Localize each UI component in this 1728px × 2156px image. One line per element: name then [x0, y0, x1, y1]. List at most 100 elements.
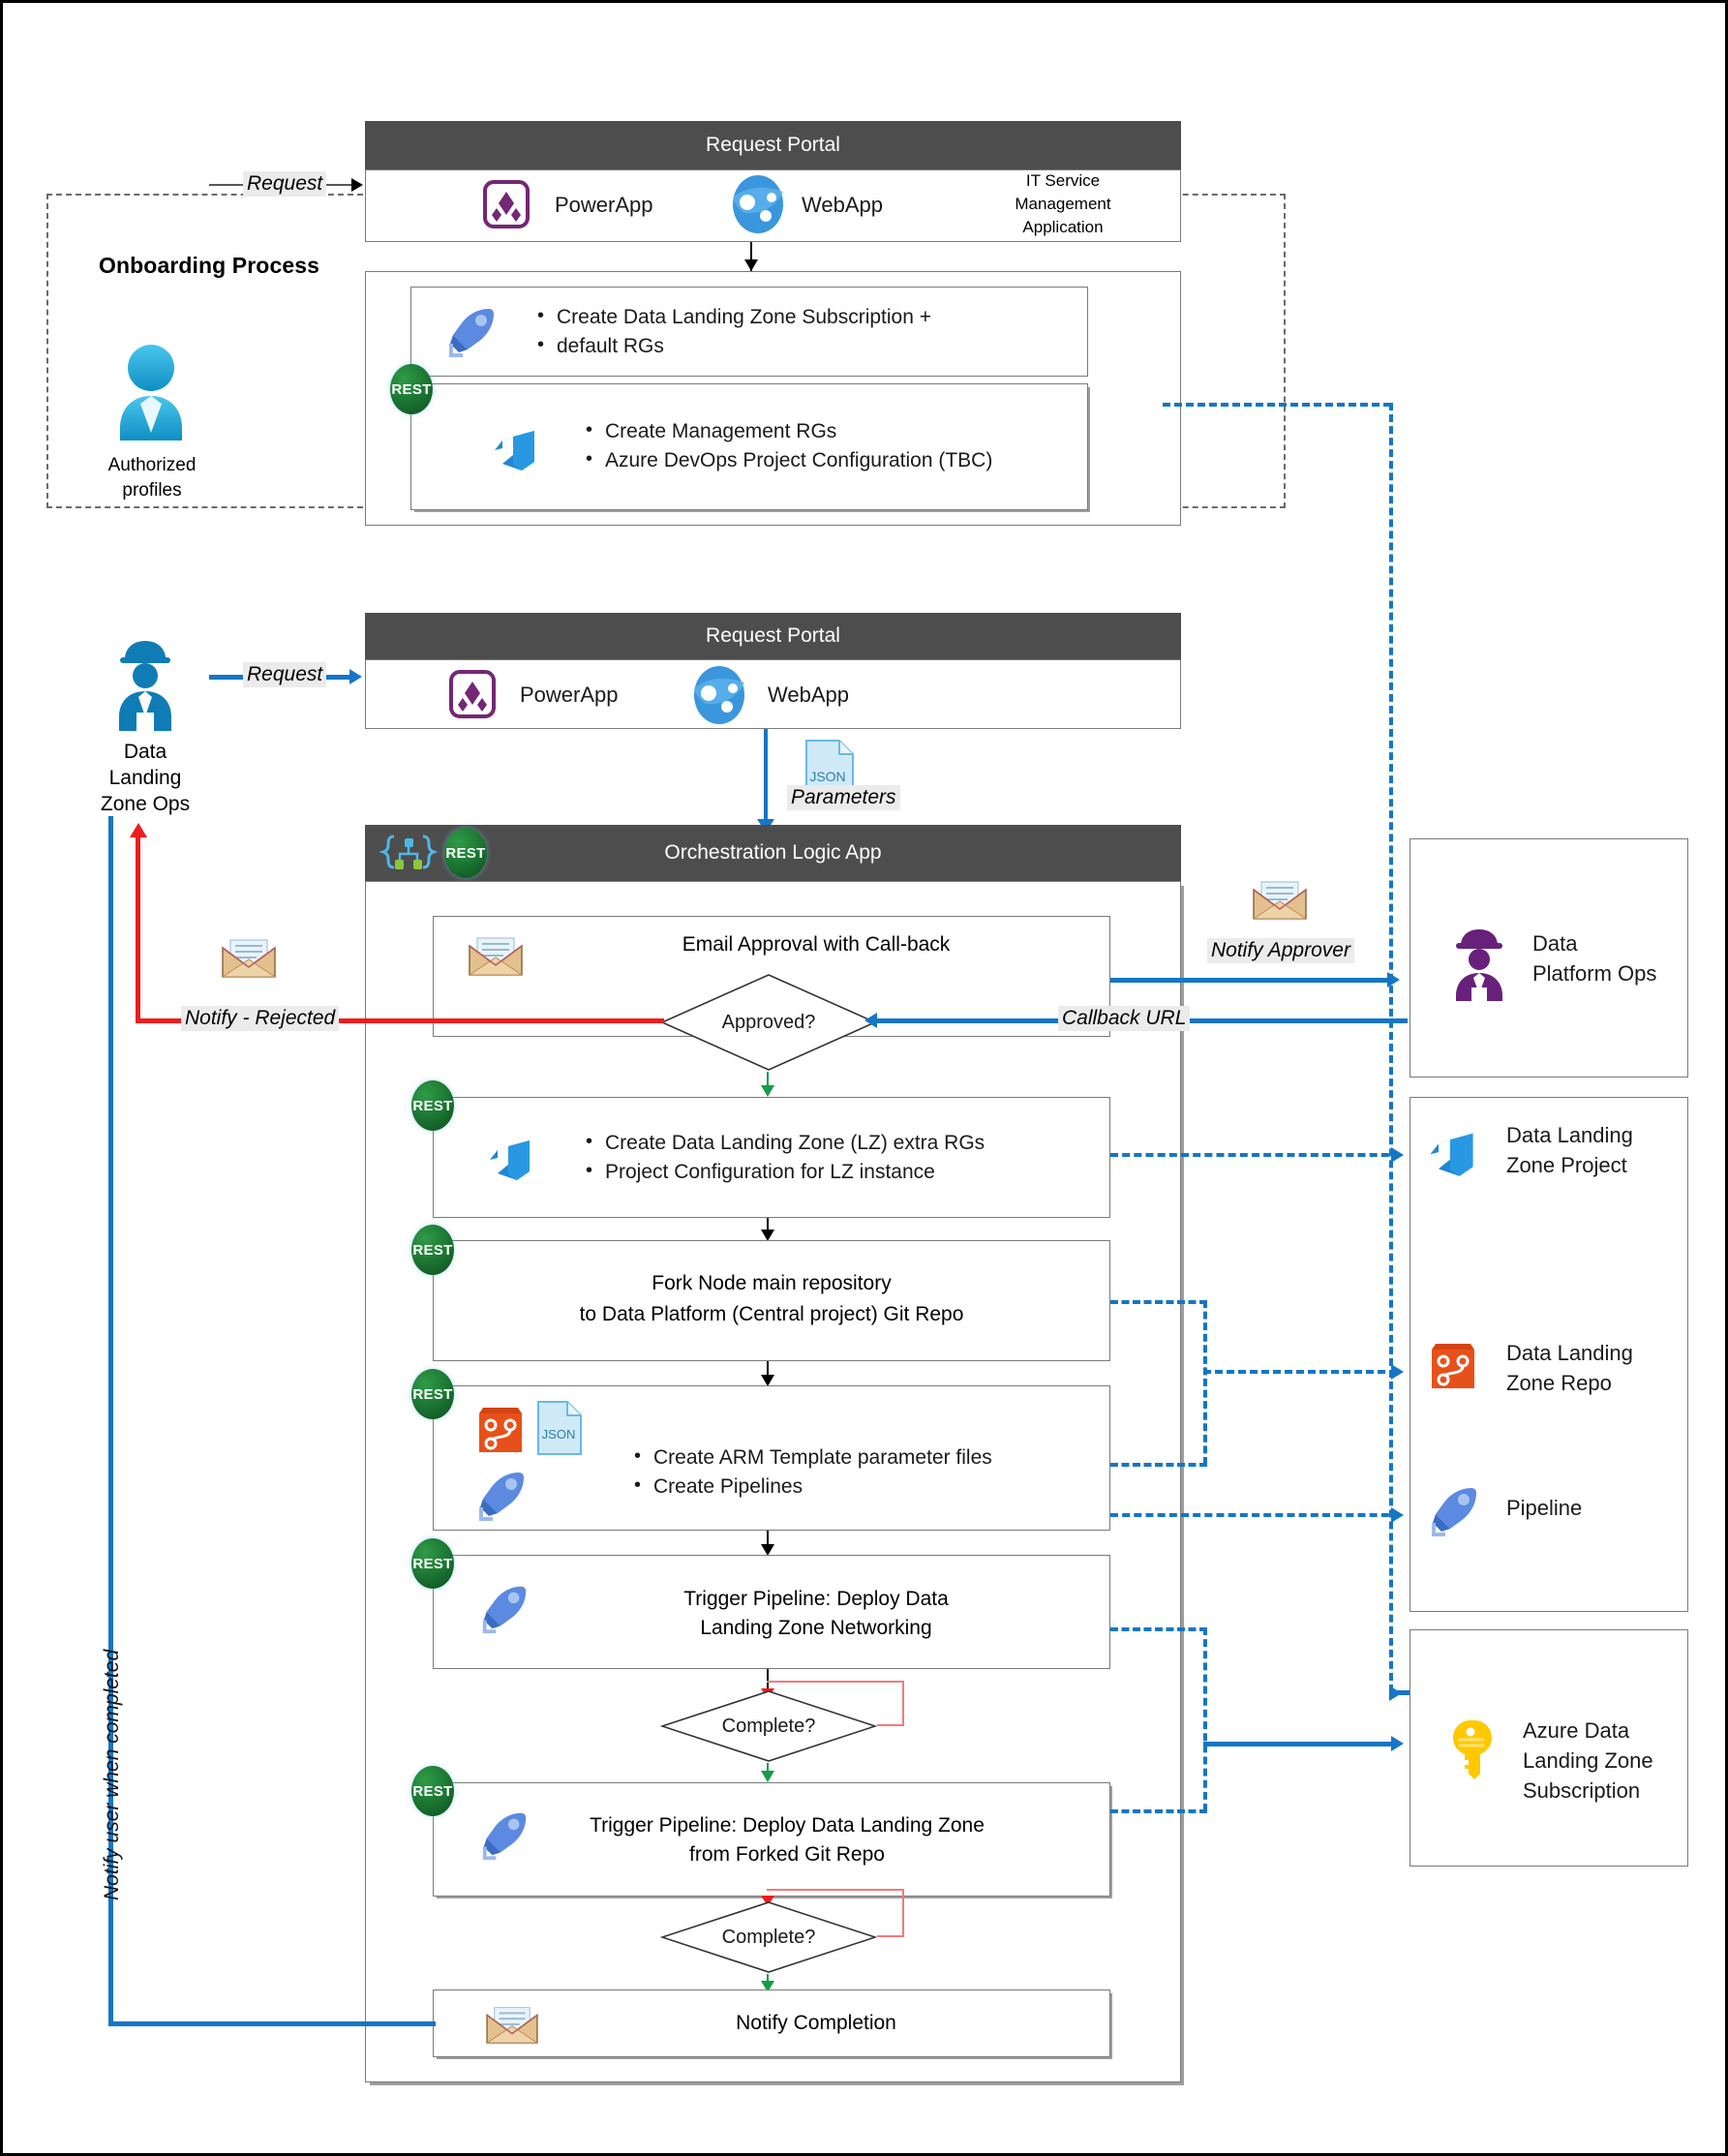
dashed-networking-to-join2	[1110, 1627, 1207, 1631]
bullet-text: Create Management RGs	[584, 416, 1087, 446]
decision-approved-label: Approved?	[721, 1011, 816, 1033]
step2-to-step3-line	[767, 1218, 769, 1237]
dashed-join-to-repo	[1203, 1370, 1397, 1374]
complete1-loop-right	[902, 1681, 904, 1725]
dlz-repo-label-1: Data Landing	[1506, 1341, 1633, 1365]
step-trigger-deploy-lz-title-1: Trigger Pipeline: Deploy Data Landing Zo…	[590, 1814, 985, 1837]
dashed-onboarding-sub-stub	[1389, 1690, 1410, 1695]
data-platform-ops-label-2: Platform Ops	[1532, 961, 1657, 986]
azure-pipelines-icon	[443, 303, 500, 364]
bullet-cont: default RGs	[535, 331, 1058, 361]
step-fork-node-title-1: Fork Node main repository	[652, 1272, 892, 1295]
dlz-ops-label-1: Data	[123, 740, 167, 763]
notify-approver-line	[1110, 978, 1394, 983]
notify-approver-label: Notify Approver	[1207, 938, 1354, 963]
subscription-label-2: Landing Zone	[1523, 1748, 1653, 1773]
step4-to-step5-arrowhead	[761, 1544, 774, 1556]
decision-complete-2: Complete?	[660, 1900, 877, 1974]
key-icon	[1449, 1718, 1496, 1787]
complete1-loop-bottom	[877, 1724, 904, 1726]
panel-data-platform-ops	[1410, 838, 1688, 1078]
email-icon	[485, 2000, 539, 2051]
dlz-ops-label-2: Landing	[108, 766, 182, 789]
pipeline-label: Pipeline	[1506, 1496, 1583, 1520]
subscription-label-1: Azure Data	[1523, 1718, 1630, 1743]
approved-yes-arrowhead	[761, 1085, 774, 1097]
portal1-to-actions-arrowhead	[744, 259, 758, 271]
bullet-text: Azure DevOps Project Configuration (TBC)	[584, 445, 1087, 475]
complete2-loop-top	[767, 1889, 904, 1891]
bullet-text: Create Data Landing Zone Subscription +	[535, 302, 1058, 332]
azure-pipelines-icon	[1426, 1482, 1482, 1543]
onboarding-action-1-bullets: Create Data Landing Zone Subscription + …	[535, 302, 1058, 362]
dlz-repo-label-2: Zone Repo	[1506, 1371, 1612, 1395]
dlz-project-label-2: Zone Project	[1506, 1153, 1627, 1177]
json-file-icon: JSON	[535, 1400, 584, 1461]
notify-user-horizontal	[108, 2021, 436, 2026]
onboarding-action-2-bullets: Create Management RGs Azure DevOps Proje…	[584, 416, 1087, 476]
itsm-note-line3: Application	[1022, 217, 1104, 236]
dashed-arm-to-join	[1110, 1463, 1207, 1467]
rest-badge-icon: REST	[411, 1369, 454, 1419]
dashed-join-to-repo-arrowhead	[1391, 1364, 1404, 1380]
bullet-text: Create ARM Template parameter files	[632, 1442, 1087, 1473]
rest-badge-icon: REST	[411, 1538, 454, 1589]
dashed-lzrgs-to-project	[1110, 1153, 1401, 1157]
notify-user-when-completed-label: Notify user when completed	[101, 1649, 123, 1900]
dashed-sub-join-vertical	[1203, 1627, 1207, 1811]
decision-complete-2-label: Complete?	[721, 1926, 816, 1948]
step3-to-step4-line	[767, 1361, 769, 1382]
notify-rejected-line	[136, 1018, 664, 1023]
parameters-label: Parameters	[787, 785, 900, 810]
step3-to-step4-arrowhead	[761, 1375, 774, 1386]
authorized-profiles-label-2: profiles	[122, 480, 182, 501]
dashed-fork-to-join	[1110, 1300, 1207, 1304]
request-portal-2-body	[365, 659, 1181, 729]
notify-rejected-vertical	[136, 837, 140, 1021]
subscription-label-3: Subscription	[1523, 1778, 1641, 1803]
webapp-globe-icon	[692, 665, 746, 730]
json-file-icon: JSON	[803, 739, 857, 805]
webapp-label-2: WebApp	[768, 683, 849, 707]
step-create-arm-bullets: Create ARM Template parameter files Crea…	[632, 1442, 1087, 1503]
complete2-loop-right	[902, 1889, 904, 1937]
dashed-arm-to-pipeline	[1110, 1513, 1401, 1517]
step4-to-step5-line	[767, 1531, 769, 1552]
engineer-icon	[107, 637, 183, 739]
notify-rejected-label: Notify - Rejected	[181, 1006, 340, 1031]
complete2-loop-arrowhead	[761, 1896, 774, 1906]
ops-request-arrowhead	[349, 669, 362, 684]
decision-approved: Approved?	[660, 973, 877, 1072]
complete1-yes-arrowhead	[761, 1771, 774, 1782]
azure-devops-icon	[1427, 1123, 1477, 1182]
webapp-globe-icon	[731, 174, 785, 239]
logic-app-icon	[379, 834, 439, 879]
step-trigger-networking	[433, 1555, 1110, 1669]
complete1-loop-top	[767, 1681, 904, 1683]
azure-pipelines-icon	[477, 1807, 531, 1867]
azure-pipelines-icon	[477, 1581, 531, 1640]
step-trigger-networking-title-1: Trigger Pipeline: Deploy Data	[683, 1588, 949, 1611]
bullet-text: Create Data Landing Zone (LZ) extra RGs	[584, 1128, 1087, 1158]
svg-text:JSON: JSON	[542, 1427, 576, 1442]
join2-to-subscription-arrowhead	[1391, 1736, 1404, 1751]
itsm-note-line1: IT Service	[1025, 170, 1101, 190]
step2-to-step3-arrowhead	[761, 1230, 774, 1241]
onboarding-request-arrowhead	[351, 178, 363, 192]
webapp-label-1: WebApp	[802, 193, 883, 217]
azure-pipelines-icon	[473, 1467, 530, 1528]
orchestration-logic-app-header: Orchestration Logic App	[365, 825, 1181, 881]
request-portal-1-header: Request Portal	[365, 121, 1181, 169]
rest-badge-icon: REST	[411, 1766, 454, 1816]
onboarding-process-title: Onboarding Process	[99, 253, 320, 278]
callback-url-arrowhead	[864, 1013, 877, 1028]
bullet-text: Create Pipelines	[632, 1472, 1087, 1502]
powerapps-icon	[448, 669, 497, 724]
join2-to-subscription-line	[1203, 1742, 1397, 1746]
dashed-onboarding-to-subscription-h	[1163, 403, 1391, 407]
step-email-approval-title: Email Approval with Call-back	[682, 933, 951, 957]
step-notify-completion	[433, 1989, 1110, 2057]
dashed-repo-join-vertical	[1203, 1300, 1207, 1465]
callback-url-label: Callback URL	[1058, 1006, 1191, 1031]
panel-subscription	[1410, 1629, 1688, 1867]
